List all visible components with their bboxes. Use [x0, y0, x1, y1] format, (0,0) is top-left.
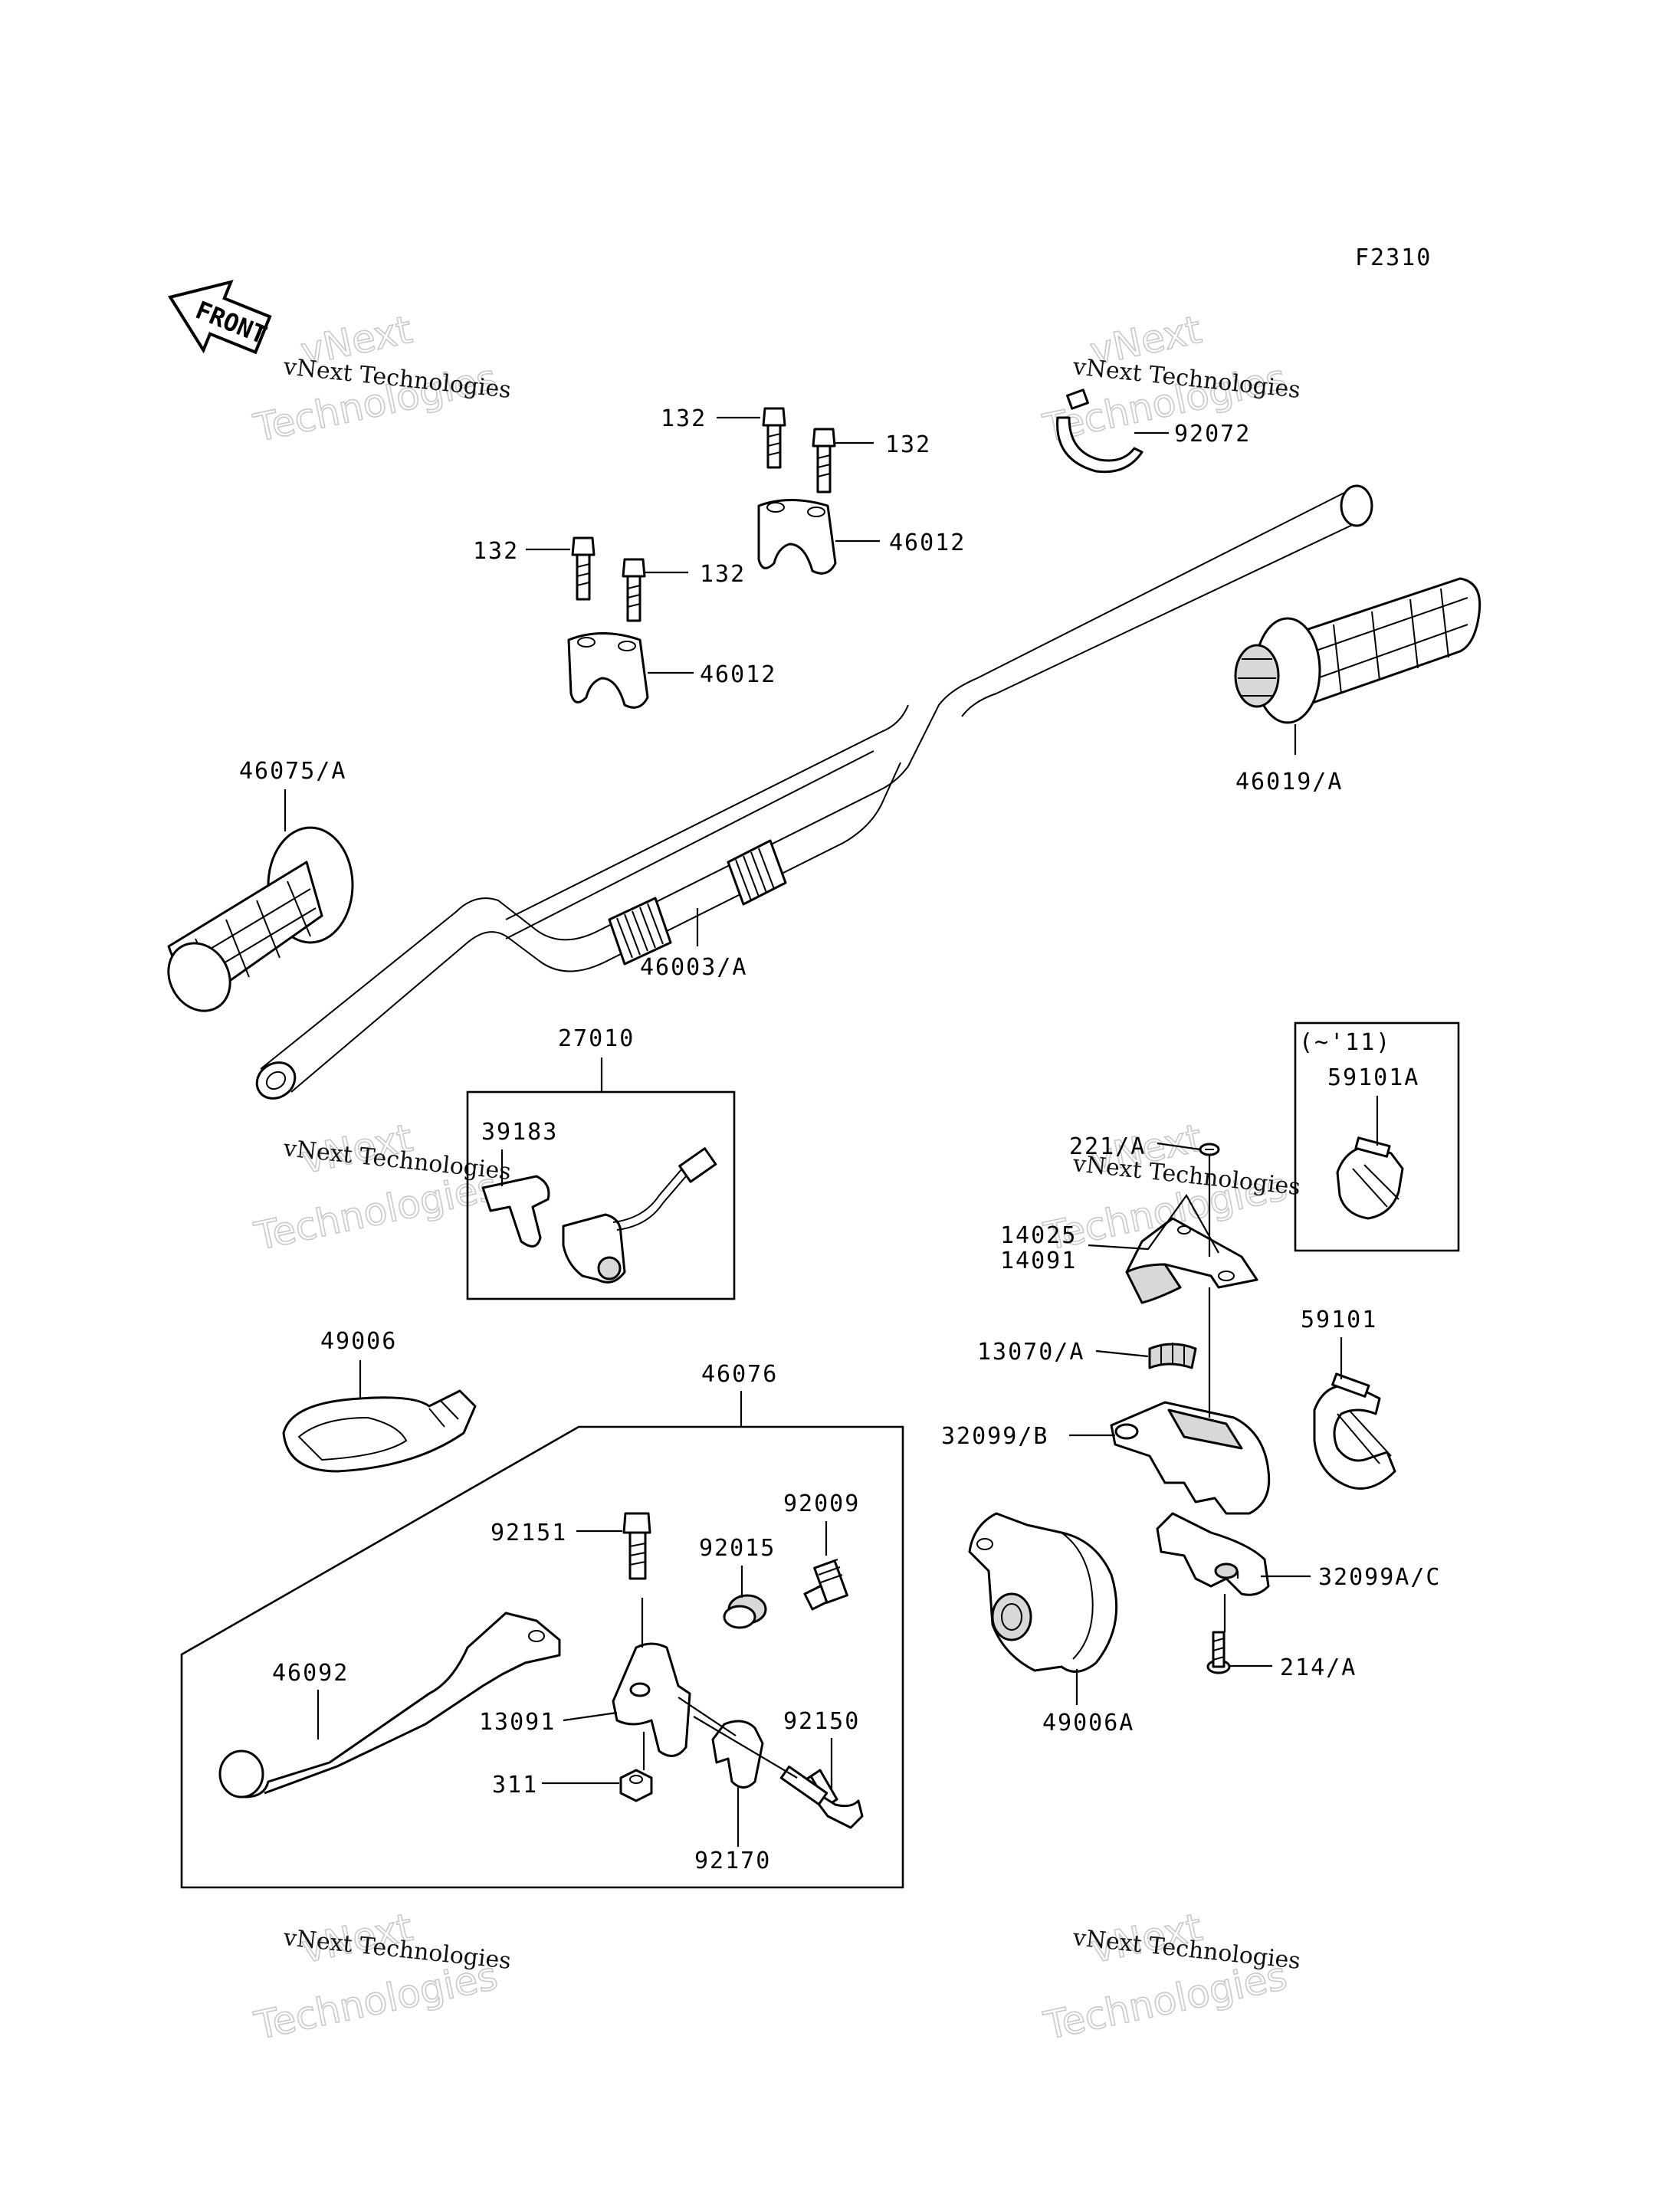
brake-lever: [218, 1612, 561, 1799]
adjuster-92015: [723, 1594, 767, 1629]
label-46003: 46003/A: [640, 954, 747, 981]
watermark-top-right: vNext Technologies vNext Technologies: [1039, 307, 1301, 451]
grip-cover-49006: [282, 1389, 477, 1473]
label-14025: 14025: [1000, 1222, 1077, 1249]
watermark-mid-left: vNext Technologies vNext Technologies: [250, 1115, 512, 1260]
label-92009: 92009: [783, 1490, 860, 1517]
handlebar: [255, 484, 1373, 1100]
label-132-c: 132: [473, 538, 519, 565]
label-group-note: (~'11): [1299, 1029, 1391, 1056]
bolt-132-d: [622, 558, 646, 622]
label-49006a: 49006A: [1042, 1710, 1134, 1736]
label-46012-a: 46012: [889, 530, 966, 556]
bolt-132-a: [762, 407, 786, 469]
label-92151: 92151: [491, 1520, 567, 1546]
grip-guard-49006a: [968, 1512, 1118, 1673]
screw-221: [1199, 1143, 1220, 1156]
label-92015: 92015: [699, 1535, 776, 1562]
label-39183: 39183: [481, 1119, 558, 1146]
label-132-d: 132: [700, 561, 746, 588]
label-132-b: 132: [885, 431, 931, 458]
cable-tie: [1056, 389, 1144, 474]
watermark-top-left: vNext Technologies vNext Technologies: [249, 307, 512, 451]
label-46076: 46076: [701, 1361, 778, 1388]
label-13091: 13091: [479, 1709, 556, 1736]
knurl-section-left: [608, 897, 672, 966]
label-92170: 92170: [694, 1848, 771, 1874]
left-grip: [167, 826, 354, 1012]
label-14091: 14091: [1000, 1248, 1077, 1274]
right-grip: [1234, 577, 1481, 724]
adjuster-92009: [803, 1559, 848, 1611]
label-214: 214/A: [1280, 1654, 1357, 1681]
label-32099ac: 32099A/C: [1318, 1564, 1442, 1591]
lower-clamp: [567, 632, 649, 709]
label-92150: 92150: [783, 1708, 860, 1735]
label-27010: 27010: [558, 1025, 635, 1052]
label-46012-b: 46012: [700, 661, 776, 688]
watermark-bottom-left: vNext Technologies vNext Technologies: [250, 1904, 512, 2049]
label-46075: 46075/A: [239, 758, 346, 785]
front-arrow-icon: FRONT: [168, 280, 272, 355]
label-13070: 13070/A: [977, 1339, 1084, 1366]
throttle-housing-upper: [1110, 1401, 1271, 1515]
nut-311: [619, 1769, 653, 1802]
label-49006: 49006: [320, 1328, 397, 1355]
kill-switch: [562, 1147, 717, 1284]
screw-214: [1206, 1631, 1231, 1674]
leader-lines: [284, 416, 1379, 1847]
box-46076: [180, 1425, 904, 1889]
figure-code: F2310: [1355, 244, 1432, 271]
watermark-bottom-right: vNext Technologies vNext Technologies: [1039, 1904, 1301, 2049]
bolt-92151: [622, 1512, 651, 1580]
bolt-132-c: [571, 536, 596, 601]
label-32099b: 32099/B: [941, 1423, 1048, 1450]
bolt-132-b: [812, 428, 836, 494]
label-59101: 59101: [1301, 1307, 1377, 1333]
label-311: 311: [492, 1772, 538, 1799]
box-pre-2011: [1294, 1021, 1460, 1252]
throttle-tube-59101: [1313, 1372, 1396, 1490]
throttle-tube-59101a: [1336, 1136, 1404, 1220]
upper-clamp: [757, 499, 837, 575]
label-46019: 46019/A: [1235, 769, 1343, 795]
label-92072: 92072: [1174, 421, 1251, 448]
part-labels: 132 132 46012 132 132 46012 92072 46019/…: [239, 405, 1442, 1874]
label-46092: 46092: [272, 1660, 349, 1687]
throttle-housing-lower: [1156, 1512, 1270, 1596]
lever-holder-13091: [612, 1642, 691, 1757]
switch-holder-39183: [481, 1175, 550, 1248]
cap-13070: [1148, 1343, 1197, 1369]
label-221: 221/A: [1069, 1133, 1146, 1160]
knurl-section-right: [727, 839, 787, 906]
label-132-a: 132: [661, 405, 707, 432]
clamp-92170: [711, 1720, 764, 1789]
label-59101a: 59101A: [1327, 1064, 1419, 1091]
throttle-cover: [1125, 1217, 1258, 1304]
